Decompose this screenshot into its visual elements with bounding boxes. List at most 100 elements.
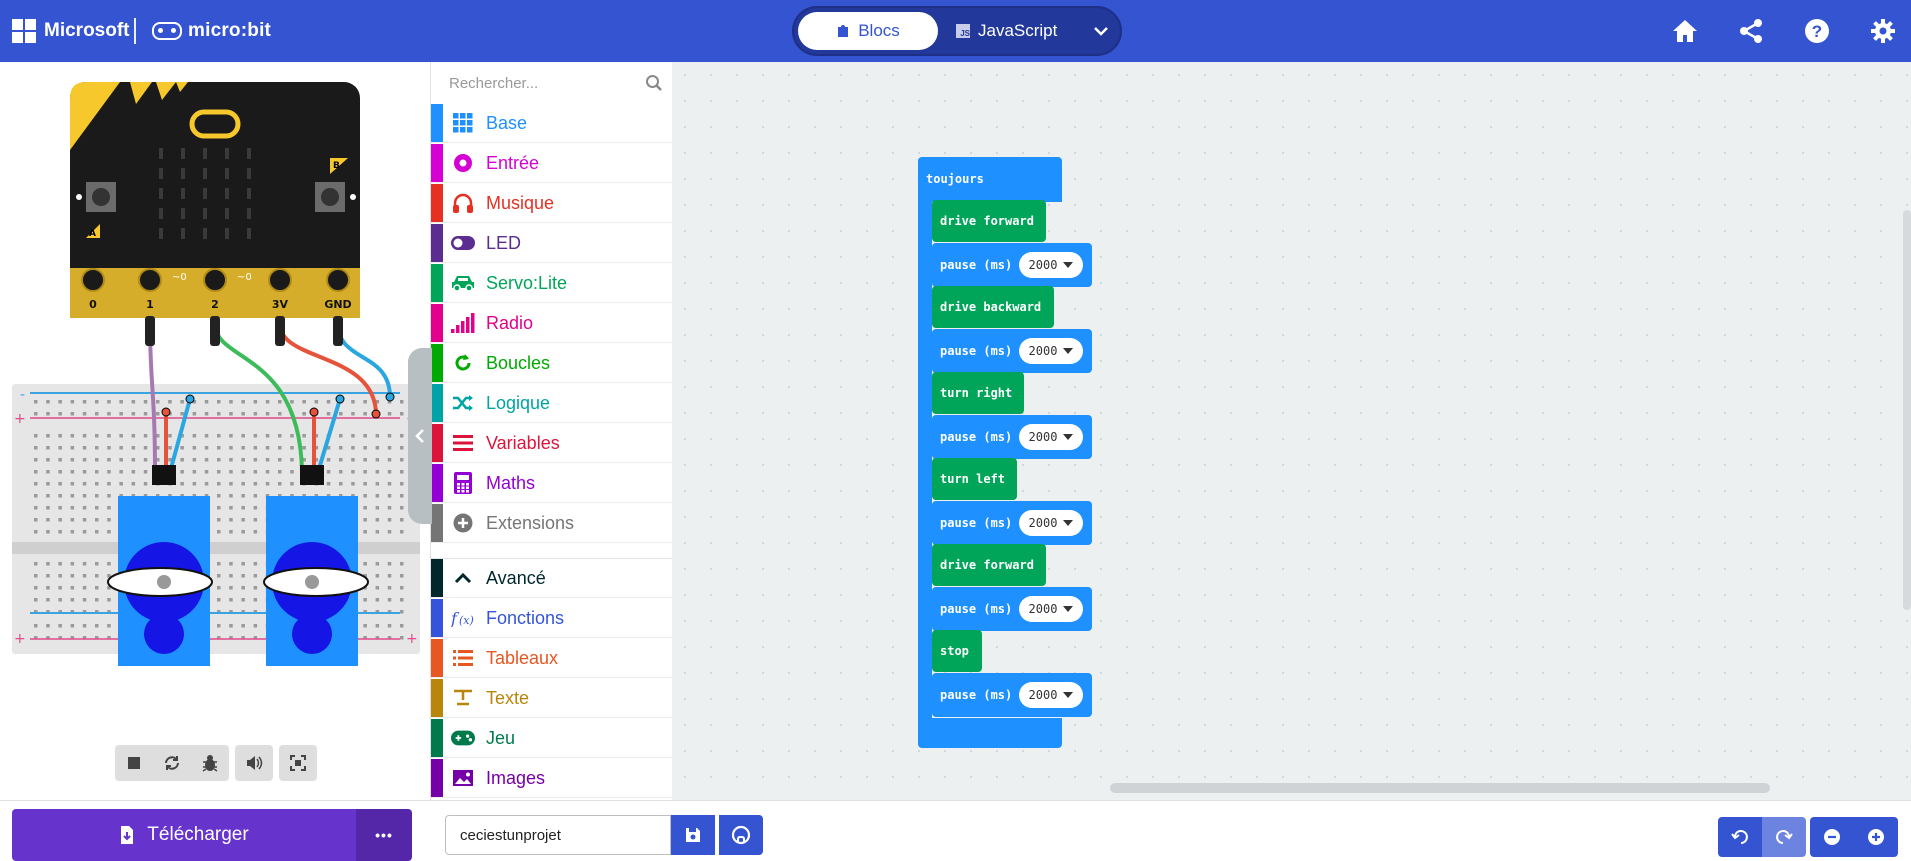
simulator-control-fullscreen [279,745,317,781]
mode-dropdown-button[interactable] [1086,16,1116,46]
category-variables[interactable]: Variables [431,424,673,463]
workspace-vertical-scrollbar[interactable] [1903,210,1911,610]
settings-button[interactable] [1866,14,1900,48]
category-color-bar [431,719,443,757]
pause-block[interactable]: pause (ms)2000 [932,501,1092,545]
home-button[interactable] [1668,14,1702,48]
search-input[interactable] [447,73,641,93]
search-icon[interactable] [645,74,663,92]
chevron-left-icon [415,429,424,443]
category-led[interactable]: LED [431,224,673,263]
microbit-simulator[interactable]: - + + + + [0,62,430,672]
pause-value-dropdown[interactable]: 2000 [1019,338,1083,364]
help-icon: ? [1805,19,1829,43]
pin-hole[interactable] [138,268,162,292]
pause-block[interactable]: pause (ms) 2000 [932,329,1092,373]
workspace-horizontal-scrollbar[interactable] [1110,783,1770,793]
forever-block[interactable]: toujours [918,157,1062,202]
speaker-icon [247,756,263,770]
pause-value-dropdown[interactable]: 2000 [1019,252,1083,278]
pause-block[interactable]: pause (ms)2000 [932,415,1092,459]
category-texte[interactable]: Texte [431,679,673,718]
category-musique[interactable]: Musique [431,184,673,223]
category-avance[interactable]: Avancé [431,559,673,598]
pause-value-dropdown[interactable]: 2000 [1019,510,1083,536]
help-button[interactable]: ? [1800,14,1834,48]
text-icon [451,687,475,709]
category-boucles[interactable]: Boucles [431,344,673,383]
github-button[interactable] [719,815,763,855]
action-block-turn-right[interactable]: turn right [932,372,1024,414]
blocks-workspace[interactable] [408,62,1911,800]
redo-button[interactable] [1762,817,1806,857]
pause-value-dropdown[interactable]: 2000 [1019,596,1083,622]
pin-hole[interactable] [268,268,292,292]
mute-button[interactable] [235,745,273,781]
category-radio[interactable]: Radio [431,304,673,343]
category-base[interactable]: Base [431,104,673,143]
tab-blocks[interactable]: Blocs [798,12,938,50]
category-images[interactable]: Images [431,759,673,798]
category-logique[interactable]: Logique [431,384,673,423]
simulator-collapse-button[interactable] [408,348,432,524]
category-entree[interactable]: Entrée [431,144,673,183]
pause-label: pause (ms) [940,344,1013,358]
home-icon [1673,20,1697,42]
pin-hole[interactable] [326,268,350,292]
pause-value: 2000 [1028,344,1058,358]
save-button[interactable] [671,815,715,855]
pin-suffix: ~0 [172,272,187,283]
dropdown-caret-icon [1063,434,1074,440]
pin-hole[interactable] [81,268,105,292]
pause-value-dropdown[interactable]: 2000 [1019,424,1083,450]
pause-block[interactable]: pause (ms)2000 [932,243,1092,287]
category-maths[interactable]: Maths [431,464,673,503]
calculator-icon [451,472,475,494]
microsoft-logo[interactable]: Microsoft [12,0,130,62]
save-icon [686,828,700,842]
download-button[interactable]: Télécharger [12,809,356,861]
category-label: Texte [486,687,530,708]
simulator-controls [115,745,317,781]
pin-label: 1 [146,298,154,311]
share-button[interactable] [1734,14,1768,48]
microsoft-label: Microsoft [44,20,130,41]
zoom-out-button[interactable] [1810,817,1854,857]
header-divider [134,18,136,44]
category-label: Extensions [486,512,575,533]
category-label: Musique [486,192,555,213]
download-icon [121,826,134,844]
zoom-in-button[interactable] [1854,817,1898,857]
microbit-label: micro:bit [188,20,272,41]
action-block-drive-forward[interactable]: drive forward [932,544,1047,586]
fullscreen-button[interactable] [279,745,317,781]
project-name-input[interactable] [445,815,671,855]
car-icon [451,272,475,294]
pause-value-dropdown[interactable]: 2000 [1019,682,1083,708]
action-block-turn-left[interactable]: turn left [932,458,1017,500]
category-extensions[interactable]: Extensions [431,504,673,543]
undo-button[interactable] [1718,817,1762,857]
action-block-drive-forward[interactable]: drive forward [932,200,1047,242]
pause-block[interactable]: pause (ms)2000 [932,587,1092,631]
debug-button[interactable] [191,745,229,781]
pin-hole[interactable] [203,268,227,292]
microbit-logo[interactable]: micro:bit [152,0,271,62]
tab-javascript[interactable]: JS JavaScript [956,12,1076,50]
restart-button[interactable] [153,745,191,781]
pause-value: 2000 [1028,602,1058,616]
category-jeu[interactable]: Jeu [431,719,673,758]
headphones-icon [451,192,475,214]
download-more-button[interactable]: ••• [356,809,412,861]
stop-button[interactable] [115,745,153,781]
pause-block[interactable]: pause (ms)2000 [932,673,1092,717]
category-label: Avancé [486,567,546,588]
category-tableaux[interactable]: Tableaux [431,639,673,678]
category-color-bar [431,679,443,717]
action-block-drive-backward[interactable]: drive backward [932,286,1054,328]
category-fonctions[interactable]: f(x)Fonctions [431,599,673,638]
action-block-label: turn right [940,386,1013,400]
action-block-stop[interactable]: stop [932,630,982,672]
chevron-down-icon [1094,27,1108,36]
category-servo-lite[interactable]: Servo:Lite [431,264,673,303]
